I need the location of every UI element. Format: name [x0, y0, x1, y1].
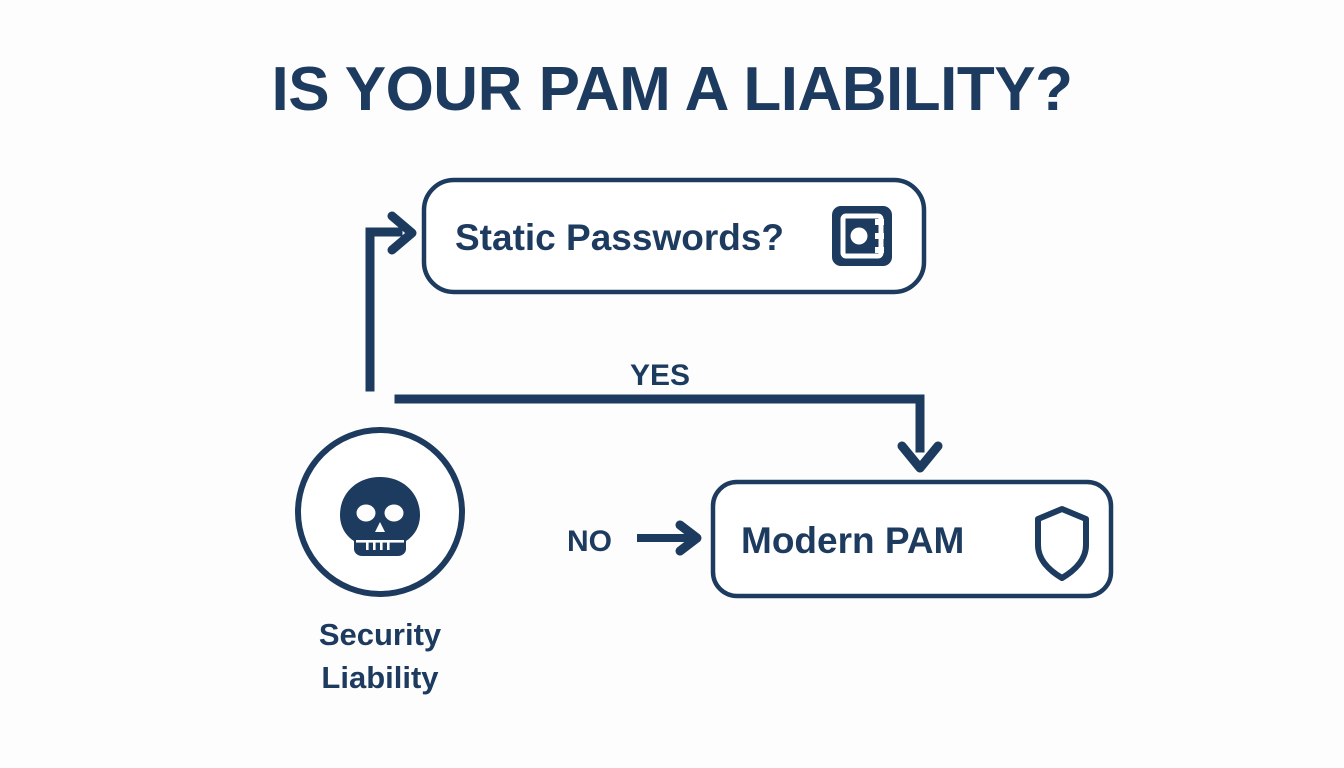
security-liability-caption-line2: Liability [321, 660, 439, 695]
static-passwords-box[interactable] [421, 177, 927, 295]
node-modern-pam[interactable]: Modern PAM [710, 479, 1114, 599]
edge-label-no: NO [567, 525, 612, 558]
security-liability-caption-line1: Security [319, 617, 442, 652]
static-passwords-label: Static Passwords? [455, 217, 784, 258]
modern-pam-label: Modern PAM [741, 520, 964, 561]
page-title: IS YOUR PAM A LIABILITY? [272, 55, 1073, 124]
shield-icon [1035, 506, 1089, 581]
edge-label-yes: YES [630, 359, 690, 392]
node-security-liability[interactable]: Security Liability [295, 427, 465, 695]
connector-liability-to-decision [365, 211, 417, 392]
node-static-passwords[interactable]: Static Passwords? [421, 177, 927, 295]
skull-icon [340, 477, 420, 556]
modern-pam-box[interactable] [710, 479, 1114, 599]
connector-yes-branch [394, 394, 943, 473]
connector-no-branch [637, 520, 702, 556]
vault-icon [832, 206, 892, 266]
